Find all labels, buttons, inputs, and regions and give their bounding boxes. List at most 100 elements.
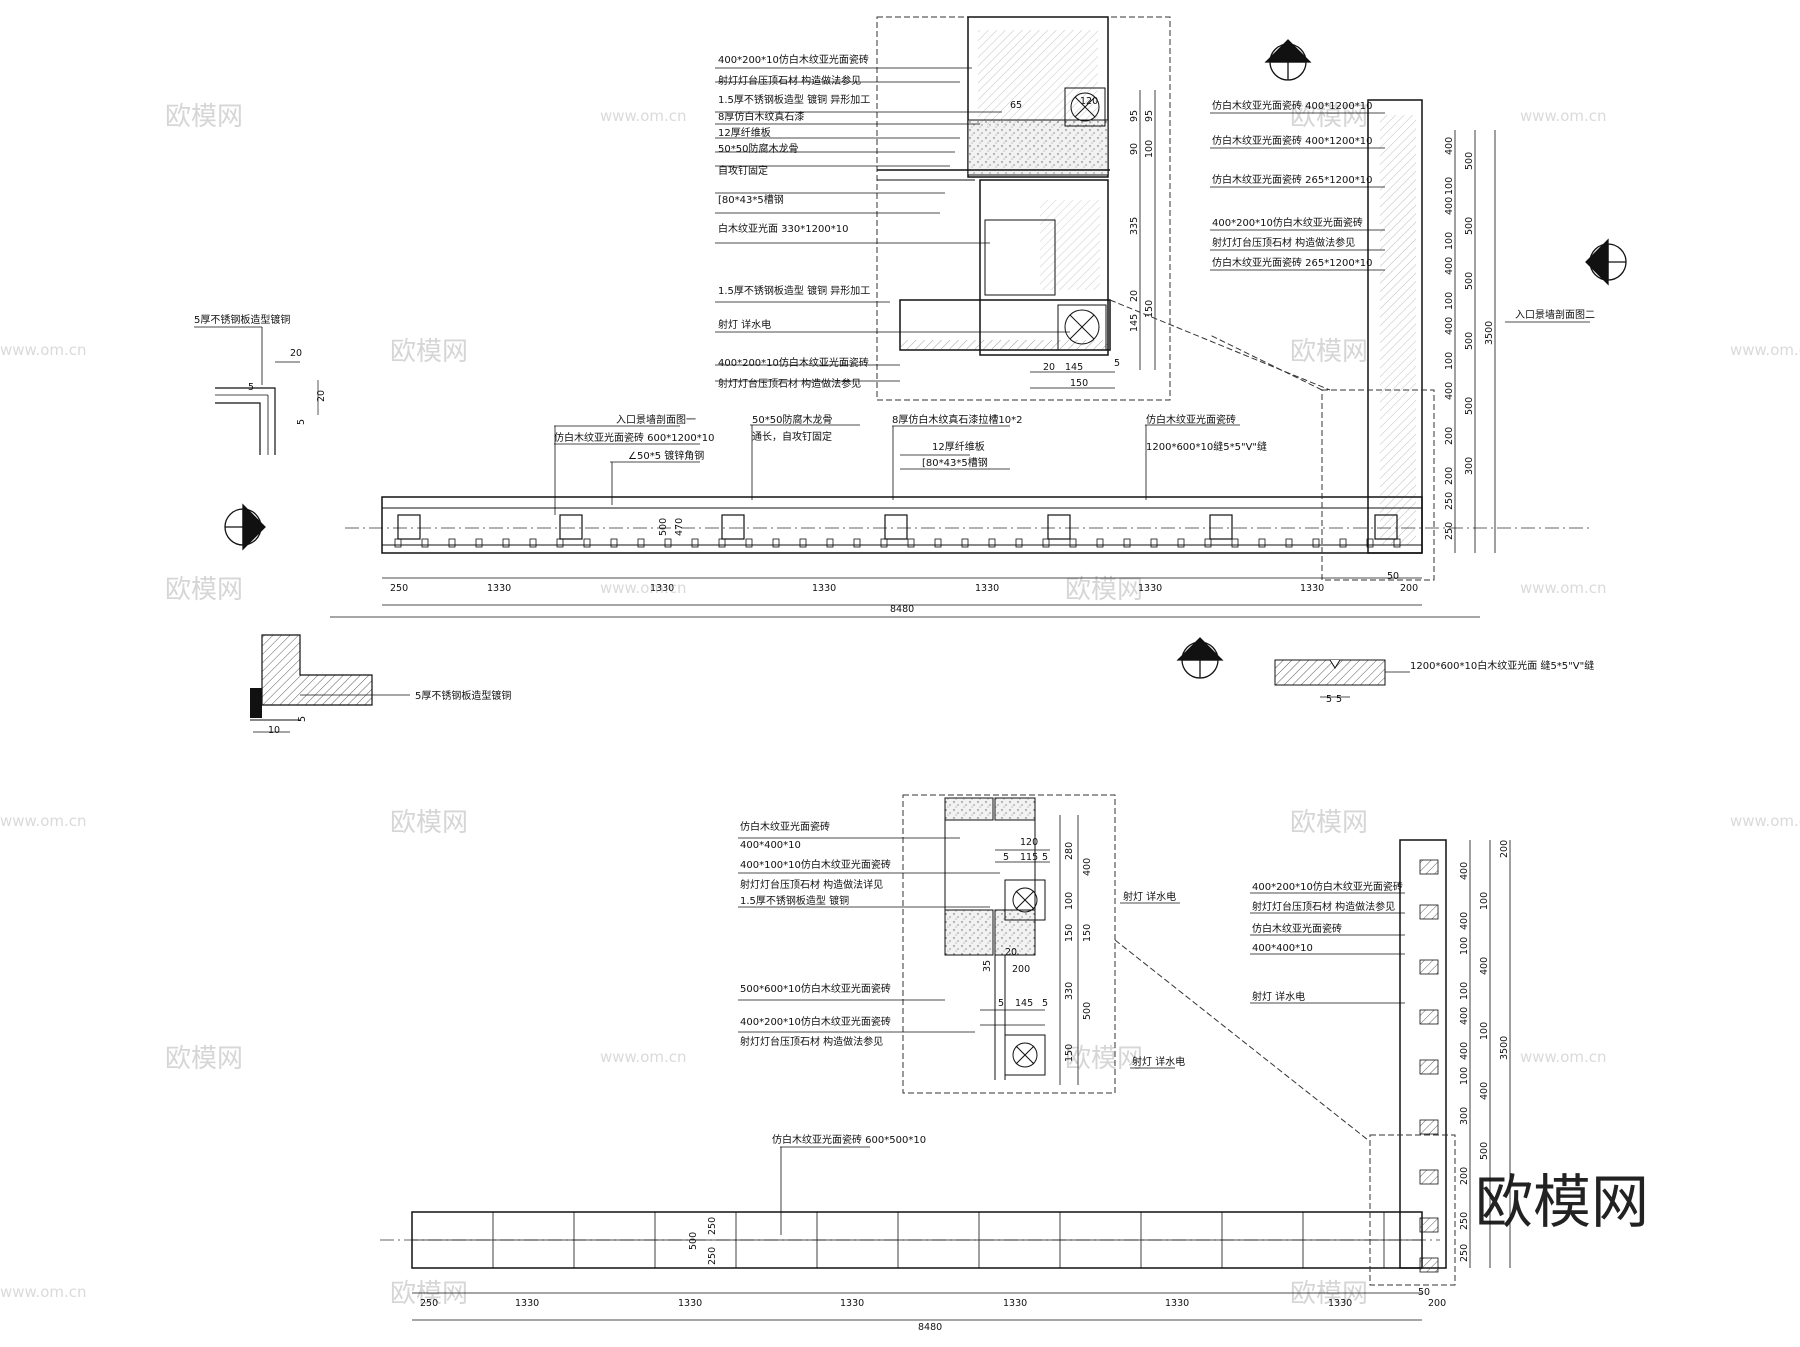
plan-two-right-dim: 100 <box>1459 1067 1470 1085</box>
watermark-brand: 欧模网 <box>165 575 243 605</box>
light-niche <box>1419 1009 1439 1025</box>
wood-batten <box>529 538 537 548</box>
watermark-site: www.om.cn <box>600 579 687 597</box>
wood-batten <box>826 538 834 548</box>
wood-batten <box>1015 538 1023 548</box>
detail-bottom-label: 400*200*10仿白木纹亚光面瓷砖 <box>740 1015 891 1028</box>
watermark-corner: 欧模网 <box>1475 1168 1649 1236</box>
plan-one-right-dims: 4005001004005001004005001004005001004005… <box>1444 137 1495 540</box>
plan-two-dim: 200 <box>1428 1298 1446 1309</box>
watermark-brand: 欧模网 <box>1065 575 1143 605</box>
plan-one-label: 仿白木纹亚光面瓷砖 600*1200*10 <box>554 431 714 444</box>
light-niche <box>1419 1119 1439 1135</box>
plan-one-right-dim: 200 <box>1444 467 1455 485</box>
detail-bottom-dim: 5 <box>1042 852 1048 863</box>
spotlight-symbol <box>1004 879 1046 921</box>
plan-one-right-dim: 200 <box>1444 427 1455 445</box>
plan-one-right-dim: 500 <box>1464 332 1475 350</box>
detail-bottom-dim: 500 <box>1082 1002 1093 1020</box>
light-niche <box>1419 1169 1439 1185</box>
joint-detail: 5 5 1200*600*10白木纹亚光面 缝5*5"V"缝 <box>1274 659 1594 705</box>
wood-batten <box>1150 538 1158 548</box>
plan-two-dim: 50 <box>1418 1287 1430 1298</box>
detail-top-dim: 100 <box>1144 140 1155 158</box>
plan-one-right-dim: 400 <box>1444 197 1455 215</box>
detail-top-label: 400*200*10仿白木纹亚光面瓷砖 <box>718 53 869 66</box>
watermark-brand: 欧模网 <box>165 1044 243 1074</box>
section-two-labels: 仿白木纹亚光面瓷砖 400*1200*10 仿白木纹亚光面瓷砖 400*1200… <box>1210 99 1385 271</box>
plan-one-dim: 1330 <box>650 583 674 594</box>
detail-top-label: 射灯灯台压顶石材 构造做法参见 <box>718 377 861 390</box>
plan-one-label: ∠50*5 镀锌角钢 <box>628 449 704 462</box>
watermark-brand: 欧模网 <box>390 337 468 367</box>
plan-one-right-dim: 300 <box>1464 457 1475 475</box>
section-marker-right <box>1585 238 1627 286</box>
steel-post <box>397 514 421 540</box>
plan-two-dim: 500 <box>688 1232 699 1250</box>
watermark-brand: 欧模网 <box>390 1279 468 1309</box>
watermarks: 欧模网 www.om.cn 欧模网 www.om.cn www.om.cn 欧模… <box>0 102 1800 1309</box>
section-marker-left <box>224 503 266 551</box>
wood-batten <box>691 538 699 548</box>
detail-top-label: 12厚纤维板 <box>718 126 771 139</box>
plan-one-right-dim: 3500 <box>1484 321 1495 345</box>
plan-two-label: 仿白木纹亚光面瓷砖 <box>1252 922 1342 935</box>
watermark-brand: 欧模网 <box>1290 1279 1368 1309</box>
wood-batten <box>880 538 888 548</box>
plan-two-right-dim: 400 <box>1459 862 1470 880</box>
detail-top-dim: 90 <box>1129 143 1140 155</box>
plan-two-right-dim: 100 <box>1479 1022 1490 1040</box>
detail-top-label: 50*50防腐木龙骨 <box>718 142 798 155</box>
detail-bottom-dim: 150 <box>1082 924 1093 942</box>
detail-top-dim: 65 <box>1010 100 1022 111</box>
detail-top-label: 自攻钉固定 <box>718 164 768 177</box>
detail-bottom-dim: 35 <box>982 960 993 972</box>
wood-batten <box>1204 538 1212 548</box>
plan-two-right-dim: 400 <box>1459 1042 1470 1060</box>
plan-one-label: 1200*600*10缝5*5"V"缝 <box>1146 440 1267 453</box>
detail-top-dim: 20 <box>1129 290 1140 302</box>
plan-two-right-dim: 300 <box>1459 1107 1470 1125</box>
plan-two-dim: 8480 <box>918 1322 942 1333</box>
steel-post <box>721 514 745 540</box>
detail-bottom-dim: 145 <box>1015 998 1033 1009</box>
plan-two-label: 400*400*10 <box>1252 943 1313 954</box>
detail-top-label: 8厚仿白木纹真石漆 <box>718 110 804 123</box>
plan-one-right-dim: 500 <box>1464 272 1475 290</box>
wood-batten <box>1042 538 1050 548</box>
detail-bottom-dim: 115 <box>1020 852 1038 863</box>
plan-one-label: 12厚纤维板 <box>932 440 985 453</box>
detail-bottom-dim: 330 <box>1064 982 1075 1000</box>
steel-post <box>559 514 583 540</box>
plan-one: 入口景墙剖面图一 仿白木纹亚光面瓷砖 600*1200*10 ∠50*5 镀锌角… <box>330 99 1595 618</box>
wood-batten <box>664 538 672 548</box>
watermark-site: www.om.cn <box>1520 1048 1607 1066</box>
wood-batten <box>907 538 915 548</box>
section-two-label: 仿白木纹亚光面瓷砖 400*1200*10 <box>1212 99 1372 112</box>
plan-two-label: 射灯灯台压顶石材 构造做法参见 <box>1252 900 1395 913</box>
watermark-site: www.om.cn <box>0 812 87 830</box>
plan-two-dim: 1330 <box>1328 1298 1352 1309</box>
detail-bottom-label: 1.5厚不锈钢板造型 镀铜 <box>740 894 849 907</box>
plan-two-right-dim: 200 <box>1499 840 1510 858</box>
wood-batten <box>448 538 456 548</box>
wood-batten <box>637 538 645 548</box>
section-marker-top <box>1264 39 1312 81</box>
plan-two-right-dim: 400 <box>1459 912 1470 930</box>
plan-two-dim: 1330 <box>1003 1298 1027 1309</box>
plan-one-dim: 8480 <box>890 604 914 615</box>
watermark-brand: 欧模网 <box>1290 102 1368 132</box>
plan-two-right-dim: 250 <box>1459 1244 1470 1262</box>
wood-batten <box>610 538 618 548</box>
detail-bottom: 仿白木纹亚光面瓷砖 400*400*10 400*100*10仿白木纹亚光面瓷砖… <box>738 794 1369 1141</box>
plan-two-dim: 250 <box>420 1298 438 1309</box>
wood-batten <box>988 538 996 548</box>
plan-two-right-dim: 200 <box>1459 1167 1470 1185</box>
wood-batten <box>1123 538 1131 548</box>
section-two-label: 仿白木纹亚光面瓷砖 265*1200*10 <box>1212 173 1372 186</box>
plan-two: 仿白木纹亚光面瓷砖 600*500*10 400*200*10仿白木纹亚光面瓷砖… <box>380 839 1511 1333</box>
spotlight-symbol <box>1057 304 1107 351</box>
wood-batten <box>502 538 510 548</box>
plan-one-dim: 1330 <box>487 583 511 594</box>
detail-bottom-dim: 5 <box>1003 852 1009 863</box>
